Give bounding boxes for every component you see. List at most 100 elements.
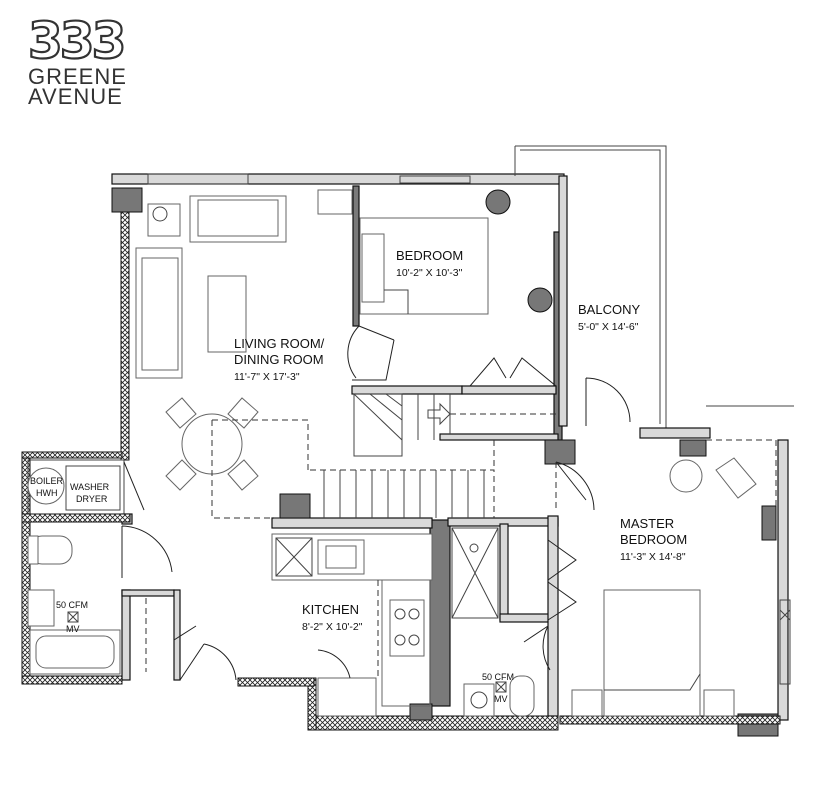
master-dash-line	[706, 439, 777, 506]
dishwasher	[275, 537, 313, 577]
master-name-1: MASTER	[620, 516, 674, 531]
stove	[389, 599, 425, 657]
armchair-seat	[197, 199, 279, 237]
bedroom-dims: 10'-2" X 10'-3"	[396, 267, 463, 279]
boiler-icon	[27, 467, 65, 505]
lower-stair-outline	[310, 469, 495, 518]
room-labels: BEDROOM 10'-2" X 10'-3" BALCONY 5'-0" X …	[30, 248, 687, 704]
hall-left-wall	[121, 589, 131, 681]
master-window	[779, 599, 791, 685]
shower-drain	[469, 543, 479, 553]
kitchen-side-counter	[381, 579, 431, 707]
living-name-1: LIVING ROOM/	[234, 336, 325, 351]
dining-chair	[165, 397, 197, 429]
kitchen-counter-top	[271, 517, 433, 529]
washer-label: WASHER	[70, 482, 110, 492]
stair-winders	[353, 393, 403, 441]
master-furniture	[555, 439, 791, 717]
bedroom-door	[347, 325, 395, 379]
nightstand-right	[703, 689, 735, 717]
column-top-left	[111, 187, 143, 213]
dining-rug	[211, 419, 309, 519]
right-bath-door	[523, 625, 551, 671]
dining-chair	[165, 459, 197, 491]
sofa-cushion	[141, 257, 179, 371]
boiler-label: BOILER	[30, 476, 64, 486]
utility-fixtures	[21, 459, 237, 681]
column-bottom	[409, 703, 433, 721]
refrigerator	[317, 677, 377, 717]
logo-line2: AVENUE	[28, 84, 123, 109]
cfm-left-label: 50 CFM	[56, 600, 88, 610]
bed-fold	[384, 289, 409, 314]
left-bathtub-inner	[35, 635, 115, 669]
utility-top-wall	[21, 451, 123, 459]
bath-bottom-wall	[21, 675, 123, 685]
mv-left-label: MV	[66, 624, 80, 634]
top-window	[147, 173, 249, 185]
closet-doors-master	[547, 539, 577, 621]
kitchen-name: KITCHEN	[302, 602, 359, 617]
left-exterior-wall	[120, 199, 130, 461]
dryer-label: DRYER	[76, 494, 108, 504]
logo: 333 GREENE AVENUE	[27, 11, 128, 109]
column-master-top	[679, 439, 707, 457]
right-toilet	[509, 675, 535, 717]
right-bath-fixtures	[451, 527, 577, 717]
balcony-rail-inner	[520, 149, 661, 424]
left-toilet-tank	[27, 535, 39, 565]
side-table	[317, 189, 353, 215]
column-stair	[544, 439, 576, 465]
balcony-door	[585, 377, 631, 426]
balcony-rail	[515, 145, 667, 428]
column-center	[279, 493, 311, 519]
living-dims: 11'-7" X 17'-3"	[234, 371, 300, 383]
bedroom-furniture	[347, 189, 557, 387]
dining-chair	[227, 459, 259, 491]
master-top-wall	[639, 427, 711, 439]
stairs	[310, 393, 556, 518]
burner-icon	[408, 634, 420, 646]
bedroom-lamp-bottom	[527, 287, 553, 313]
top-wall	[111, 173, 565, 185]
bedroom-window	[399, 175, 471, 184]
stair-treads-upper	[401, 394, 451, 456]
kitchen-fixtures	[271, 533, 433, 717]
burner-icon	[394, 608, 406, 620]
fan-left-icon	[67, 611, 79, 623]
mv-right-label: MV	[494, 694, 508, 704]
closet-bottom-wall	[499, 613, 551, 623]
closet-door-hall	[173, 625, 237, 681]
logo-number: 333	[28, 12, 123, 70]
window-marker	[779, 609, 791, 621]
master-dims: 11'-3" X 14'-8"	[620, 551, 686, 563]
master-bottom-wall	[559, 715, 781, 725]
closet-right-wall	[173, 589, 181, 681]
logo-line1: GREENE	[28, 64, 127, 89]
utility-bottom-wall	[21, 513, 131, 523]
master-door	[555, 461, 595, 511]
burner-icon	[394, 634, 406, 646]
dishwasher-x	[275, 537, 313, 577]
cfm-right-label: 50 CFM	[482, 672, 514, 682]
living-furniture	[135, 189, 495, 519]
burner-icon	[408, 608, 420, 620]
master-bed	[603, 589, 701, 717]
right-sink	[463, 683, 495, 717]
bedroom-door-jamb	[352, 339, 395, 381]
living-name-2: DINING ROOM	[234, 352, 324, 367]
fan-right-box	[495, 681, 507, 693]
right-wall	[777, 439, 789, 721]
master-bed-fold	[604, 673, 701, 691]
walls	[21, 145, 794, 737]
closet-wall	[499, 523, 509, 621]
bath-door	[121, 525, 173, 578]
fan-right-icon	[495, 681, 507, 693]
bottom-exterior-wall	[307, 715, 559, 731]
nightstand-left	[571, 689, 603, 717]
coffee-table	[207, 275, 247, 353]
stair-landing	[353, 393, 403, 457]
right-sink-basin	[470, 691, 488, 709]
master-armchair	[715, 457, 757, 499]
